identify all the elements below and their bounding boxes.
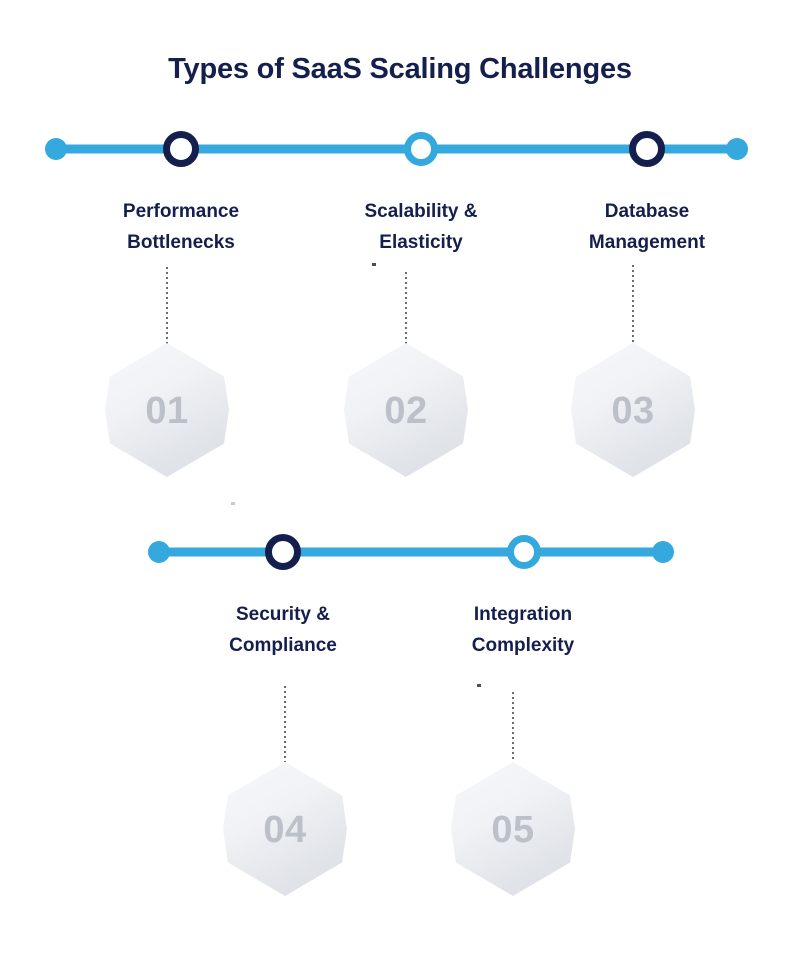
stage-label-4-line1: Security & [236, 604, 330, 625]
stage-label-3-line2: Management [588, 231, 706, 253]
timeline-node-3[interactable] [629, 131, 665, 167]
hexagon-01[interactable]: 01 [105, 343, 229, 477]
stray-dot-row1 [372, 263, 376, 266]
timeline-bar [49, 144, 744, 154]
stage-label-2-line1: Scalability & [364, 201, 478, 222]
stage-label-2-line2: Elasticity [379, 231, 463, 253]
timeline-row-1 [45, 129, 748, 169]
hexagon-number: 03 [611, 389, 655, 432]
stage-label-5-line1: Integration [473, 604, 573, 625]
connector-line-5 [512, 692, 514, 762]
stage-label-1-line1: Performance [122, 201, 240, 222]
stage-label-4: Security & Compliance [168, 600, 398, 662]
hexagon-04[interactable]: 04 [223, 762, 347, 896]
stage-label-5-line2: Complexity [471, 634, 575, 656]
hexagon-02[interactable]: 02 [344, 343, 468, 477]
timeline-node-2[interactable] [404, 132, 438, 166]
timeline-bar [150, 547, 672, 557]
connector-line-4 [284, 686, 286, 762]
hexagon-03[interactable]: 03 [571, 343, 695, 477]
connector-line-3 [632, 265, 634, 345]
stage-label-3-line1: Database [604, 201, 690, 222]
hexagon-number: 05 [491, 808, 535, 851]
hexagon-number: 04 [263, 808, 307, 851]
connector-line-1 [166, 267, 168, 345]
timeline-endcap-right [652, 541, 674, 563]
stage-label-1-line2: Bottlenecks [127, 231, 235, 253]
hexagon-05[interactable]: 05 [451, 762, 575, 896]
timeline-node-5[interactable] [507, 535, 541, 569]
stray-dot-middle [231, 502, 235, 505]
page-title: Types of SaaS Scaling Challenges [168, 53, 632, 85]
stage-label-5: Integration Complexity [408, 600, 638, 662]
stage-label-2: Scalability & Elasticity [306, 197, 536, 259]
stage-label-3: Database Management [532, 197, 762, 259]
timeline-node-1[interactable] [163, 131, 199, 167]
timeline-endcap-left [45, 138, 67, 160]
timeline-endcap-right [726, 138, 748, 160]
timeline-endcap-left [148, 541, 170, 563]
stray-dot-row2 [477, 684, 481, 687]
stage-label-4-line2: Compliance [229, 634, 337, 656]
connector-line-2 [405, 272, 407, 345]
timeline-node-4[interactable] [265, 534, 301, 570]
timeline-row-2 [148, 532, 674, 572]
hexagon-number: 02 [384, 389, 428, 432]
hexagon-number: 01 [145, 389, 189, 432]
stage-label-1: Performance Bottlenecks [66, 197, 296, 259]
